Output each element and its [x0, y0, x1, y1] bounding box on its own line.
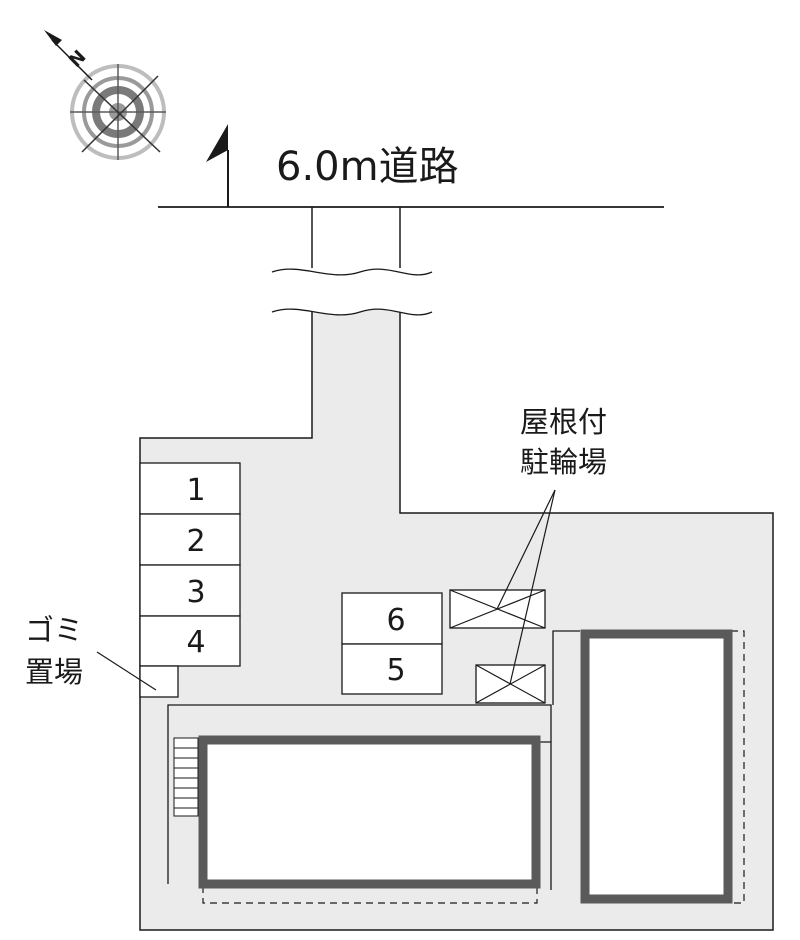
building-a-dashed-edge [202, 886, 538, 904]
parking-column-center: 6 5 [341, 592, 443, 695]
break-line-bottom [271, 308, 433, 316]
parking-space-4: 4 [186, 625, 205, 660]
parking-space-2: 2 [186, 524, 205, 559]
parking-space-3: 3 [186, 575, 205, 610]
garbage-label-line2: 置場 [25, 655, 83, 689]
parking-space-5: 5 [386, 653, 405, 688]
bicycle-label-line1: 屋根付 [520, 405, 607, 439]
parking-space-1: 1 [186, 473, 205, 508]
garbage-area-box [139, 665, 179, 698]
road-arrow-icon [206, 124, 228, 162]
garbage-leader-line [96, 651, 157, 691]
building-a-outline [167, 704, 552, 884]
road-label: 6.0m道路 [276, 144, 459, 190]
bicycle-leader-line-a [496, 489, 556, 610]
compass-north-letter: N [65, 46, 91, 72]
compass-north-arrow-icon [44, 30, 62, 46]
building-b [580, 629, 733, 904]
building-a [198, 735, 541, 889]
break-line-top [271, 268, 433, 276]
bicycle-label-line2: 駐輪場 [520, 445, 607, 479]
parking-column-left: 1 2 3 4 [139, 462, 241, 667]
driveway-break [270, 269, 432, 315]
building-b-outline [552, 630, 580, 705]
compass-rose: N [44, 30, 166, 160]
stairs [173, 737, 199, 817]
building-b-dashed-edge [731, 630, 745, 904]
garbage-label-line1: ゴミ [25, 613, 83, 647]
bicycle-leader-line-b [509, 489, 556, 685]
parking-space-6: 6 [386, 603, 405, 638]
building-a-side [537, 741, 552, 890]
